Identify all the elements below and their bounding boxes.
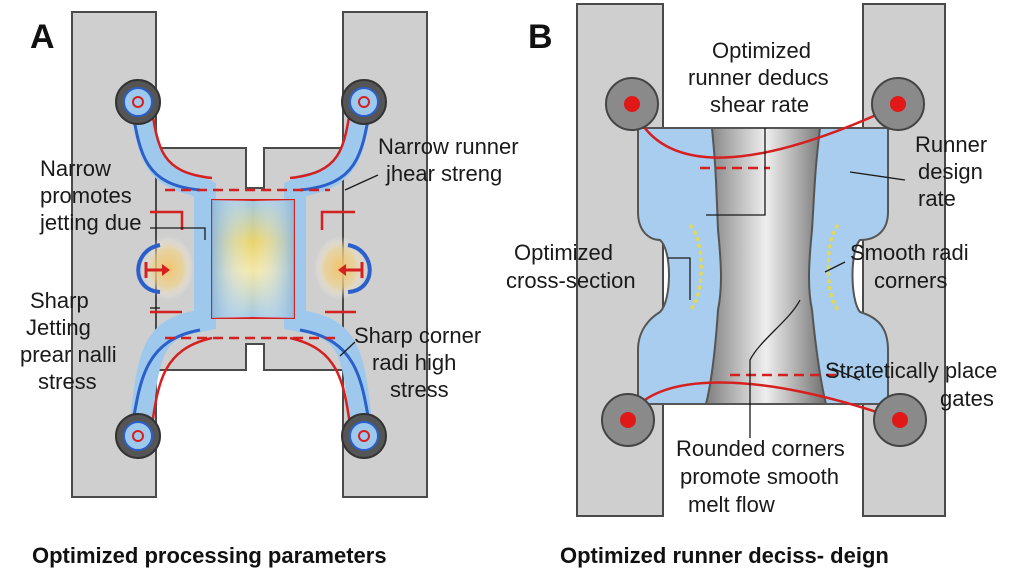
label-narrow-promotes: Narrow promotes jetting due <box>39 156 142 235</box>
cavity-a-shade <box>212 200 294 318</box>
label-optimized-runner: Optimized runner deducs shear rate <box>688 38 835 117</box>
label-sharp-jetting: Sharp Jetting prear nalli stress <box>20 288 123 394</box>
label-optimized-cross-section: Optimized cross-section <box>506 240 636 293</box>
gate-halo-left <box>142 236 194 300</box>
sprue-bushings-a <box>115 79 387 459</box>
gate-arrow-right-icon <box>338 262 364 278</box>
label-strategically: Stratetically place gates <box>825 358 1004 411</box>
caption-a: Optimized processing parameters <box>32 543 387 568</box>
panel-b-letter: B <box>528 18 553 56</box>
gate-halo-right <box>314 236 366 300</box>
label-smooth-radi: Smooth radi corners <box>850 240 975 293</box>
label-narrow-runner: Narrow runner jhear streng <box>378 134 525 186</box>
cavity-b <box>704 127 828 405</box>
label-runner-design: Runner design rate <box>915 132 993 211</box>
panel-a: A <box>20 11 525 568</box>
gates-b <box>601 77 927 447</box>
label-rounded-corners: Rounded corners promote smooth melt flow <box>676 436 851 517</box>
caption-b: Optimized runner deciss- deign <box>560 543 889 568</box>
panel-b: B <box>506 3 1004 568</box>
label-sharp-corner: Sharp corner radi high stress <box>354 323 487 402</box>
panel-a-letter: A <box>30 18 55 56</box>
gate-arrow-left-icon <box>144 262 170 278</box>
